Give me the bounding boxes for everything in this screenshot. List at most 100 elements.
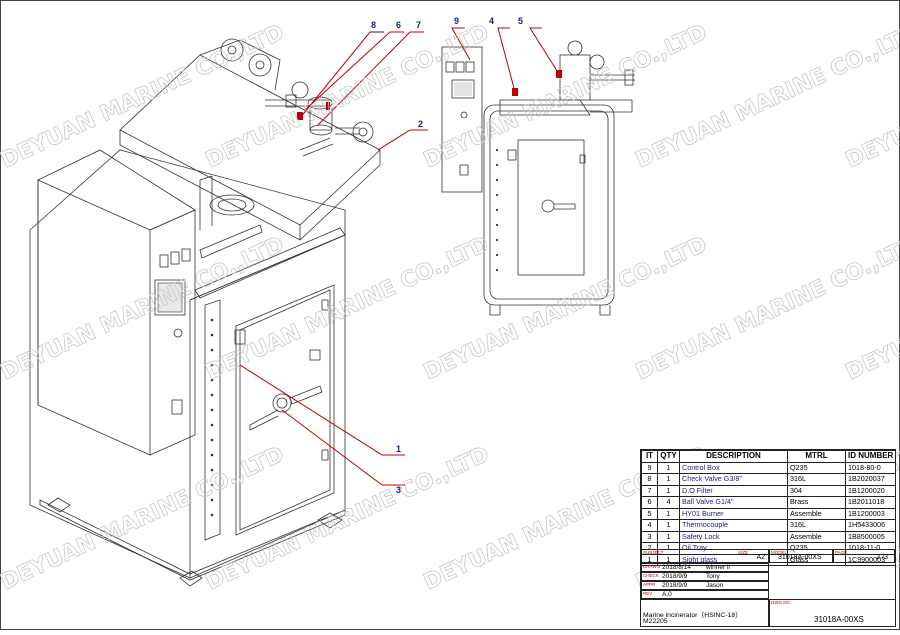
callout-2: 2: [418, 119, 423, 129]
bom-desc: Safety Lock: [679, 530, 788, 543]
bom-mtrl: Assemble: [787, 530, 846, 543]
rev-label: REV: [643, 591, 653, 596]
bom-desc: Control Box: [679, 461, 788, 474]
check-label: CHECK: [643, 573, 659, 578]
bom-desc: Check Valve G3/8": [679, 473, 788, 486]
bom-row: 2 1 Oil Tray Q235 1018-11-0: [641, 542, 896, 555]
bom-qty: 4: [657, 496, 680, 509]
bom-header-mtrl: MTRL: [787, 450, 846, 463]
leaders: [239, 27, 560, 486]
drawn-by: winner li: [706, 564, 730, 571]
callout-5: 5: [518, 16, 523, 26]
check-by: Tony: [706, 573, 720, 580]
appr-date: 2018/9/9: [662, 582, 688, 589]
check-row: CHECK 2018/9/9 Tony: [641, 572, 769, 581]
drawn-date: 2018/8/14: [662, 564, 691, 571]
project-code: M22205: [643, 618, 668, 625]
callout-4: 4: [489, 16, 494, 26]
callout-1: 1: [396, 444, 401, 454]
bom-qty: 1: [657, 507, 680, 520]
bom-it: 9: [641, 461, 658, 474]
model-value: 31018A-00XS: [778, 554, 822, 561]
bom-it: 4: [641, 519, 658, 532]
page-label: PAGE: [835, 550, 848, 555]
size-value: A2: [756, 554, 765, 561]
subject-label: SUBJECT: [643, 550, 664, 555]
bom-qty: 1: [657, 473, 680, 486]
bom-it: 7: [641, 484, 658, 497]
drawn-row: DRAWN 2018/8/14 winner li: [641, 563, 769, 572]
bom-table: IT QTY DESCRIPTION MTRL ID NUMBER 9 1 Co…: [641, 450, 896, 566]
bom-it: 5: [641, 507, 658, 520]
bom-header-row: IT QTY DESCRIPTION MTRL ID NUMBER: [641, 450, 896, 463]
size-label: SIZE: [738, 550, 749, 555]
bom-id: 1H5433006: [845, 519, 896, 532]
callout-6: 6: [396, 20, 401, 30]
bom-qty: 1: [657, 519, 680, 532]
model-cell: MODEL 31018A-00XS: [769, 549, 833, 563]
drawn-label: DRAWN: [643, 564, 660, 569]
bom-header-qty: QTY: [657, 450, 680, 463]
bom-header-it: IT: [641, 450, 658, 463]
callout-8: 8: [371, 20, 376, 30]
bom-header-id: ID NUMBER: [845, 450, 896, 463]
appr-label: APPR: [643, 582, 656, 587]
flange-holes: [210, 318, 214, 517]
bom-id: 1B2020037: [845, 473, 896, 486]
appr-by: Jason: [706, 582, 724, 589]
bom-mtrl: 316L: [787, 519, 846, 532]
bom-desc: HY01 Burner: [679, 507, 788, 520]
dwg-no-value: 31018A-00XS: [814, 615, 864, 624]
title-block: IT QTY DESCRIPTION MTRL ID NUMBER 9 1 Co…: [640, 449, 896, 627]
project-title-cell: Marine incinerator（HSINC-18） M22205: [641, 599, 769, 627]
bom-header-description: DESCRIPTION: [679, 450, 788, 463]
bom-mtrl: Q235: [787, 461, 846, 474]
page-cell: PAGE 2 /3: [833, 549, 895, 563]
bom-row: 6 4 Ball Valve G1/4" Brass 1B2011018: [641, 496, 896, 509]
bom-it: 6: [641, 496, 658, 509]
bom-mtrl: Assemble: [787, 507, 846, 520]
dwg-no-cell: DWG NO 31018A-00XS: [769, 599, 895, 627]
callout-3: 3: [396, 485, 401, 495]
callout-7: 7: [416, 20, 421, 30]
bom-desc: Thermocouple: [679, 519, 788, 532]
bom-id: 1B1200020: [845, 484, 896, 497]
bom-mtrl: 316L: [787, 473, 846, 486]
bom-it: 8: [641, 473, 658, 486]
bom-id: 1018-80-0: [845, 461, 896, 474]
bom-it: 3: [641, 530, 658, 543]
bom-it: 2: [641, 542, 658, 555]
isometric-view: [29, 38, 381, 587]
bom-qty: 1: [657, 484, 680, 497]
bom-desc: D.O Filter: [679, 484, 788, 497]
bom-mtrl: Brass: [787, 496, 846, 509]
model-label: MODEL: [771, 550, 788, 555]
bom-row: 8 1 Check Valve G3/8" 316L 1B2020037: [641, 473, 896, 486]
bom-id: 1B1200003: [845, 507, 896, 520]
page-value: 2 /3: [876, 554, 888, 561]
bom-row: 5 1 HY01 Burner Assemble 1B1200003: [641, 507, 896, 520]
rev-value: A.0: [662, 591, 672, 598]
side-flange-holes: [495, 148, 499, 272]
size-cell: SIZE A2: [737, 549, 769, 563]
bom-row: 9 1 Control Box Q235 1018-80-0: [641, 461, 896, 474]
bom-id: 1018-11-0: [845, 542, 896, 555]
callout-labels: 8 6 7 2 1 3 9 4 5: [371, 16, 523, 495]
bom-qty: 1: [657, 530, 680, 543]
check-date: 2018/9/9: [662, 573, 688, 580]
bom-mtrl: 304: [787, 484, 846, 497]
side-view: [441, 40, 635, 316]
appr-row: APPR 2018/9/9 Jason: [641, 581, 769, 590]
bom-desc: Ball Valve G1/4": [679, 496, 788, 509]
callout-9: 9: [454, 16, 459, 26]
project-title: Marine incinerator（HSINC-18）: [643, 612, 742, 619]
bom-qty: 1: [657, 461, 680, 474]
bom-row: 4 1 Thermocouple 316L 1H5433006: [641, 519, 896, 532]
bom-row: 7 1 D.O Filter 304 1B1200020: [641, 484, 896, 497]
bom-id: 1B8500005: [845, 530, 896, 543]
bom-row: 3 1 Safety Lock Assemble 1B8500005: [641, 530, 896, 543]
bom-id: 1B2011018: [845, 496, 896, 509]
rev-row: REV A.0: [641, 590, 769, 599]
